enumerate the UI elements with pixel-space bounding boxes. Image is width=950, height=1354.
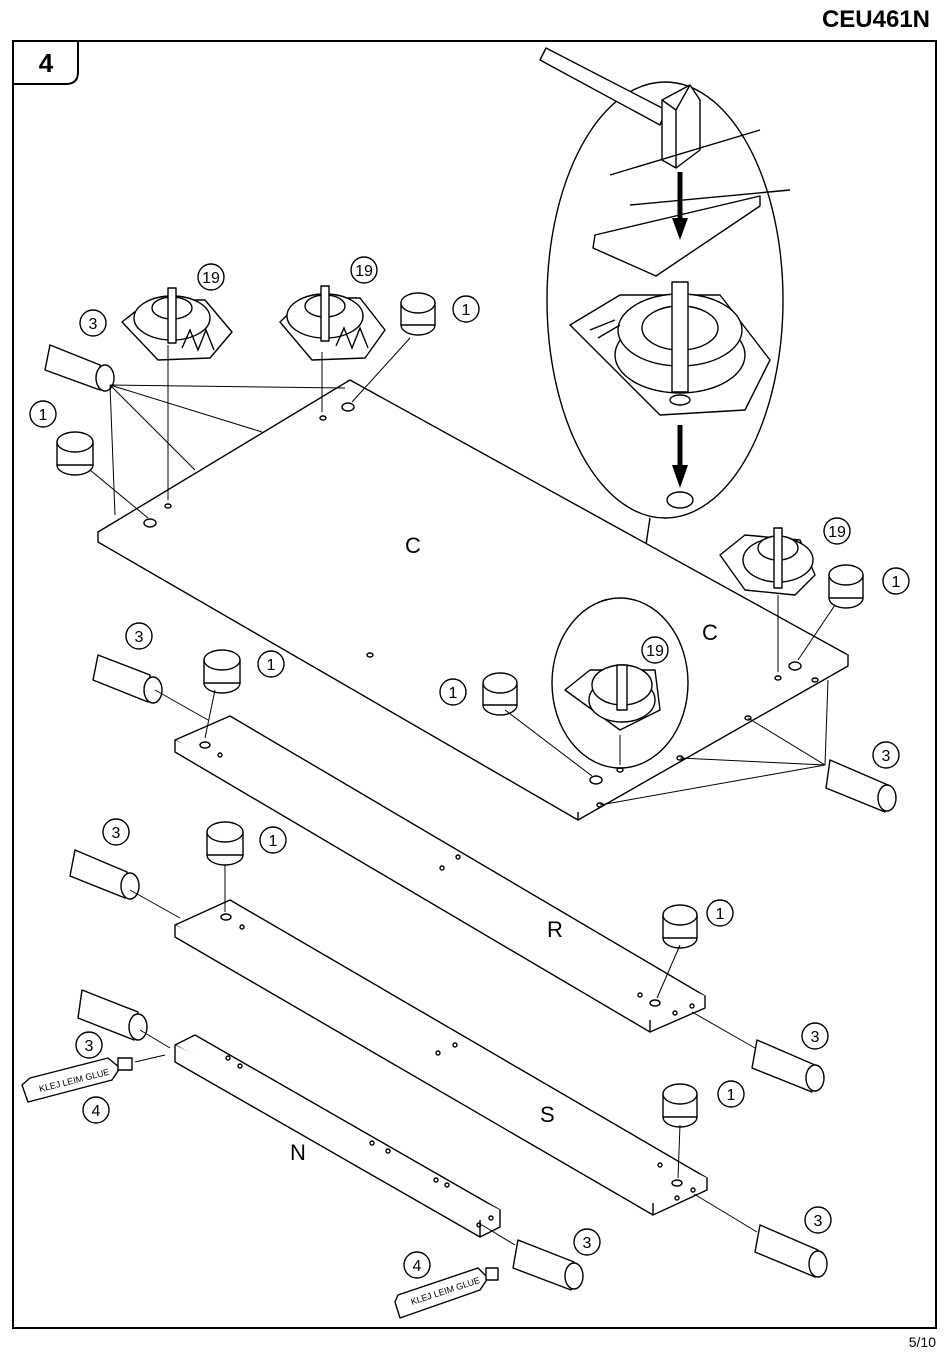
cam-cylinder-icon xyxy=(663,905,697,948)
detail-magnifier xyxy=(540,48,790,518)
dowel-icon xyxy=(752,1040,824,1092)
svg-text:4: 4 xyxy=(92,1103,101,1120)
callout-3: 3 xyxy=(802,1023,828,1049)
svg-text:1: 1 xyxy=(727,1087,736,1104)
panel-label-r: R xyxy=(547,917,563,942)
cam-lock-icon xyxy=(720,528,815,595)
svg-text:3: 3 xyxy=(135,629,144,646)
panel-label-n: N xyxy=(290,1140,306,1165)
panel-s xyxy=(175,900,707,1215)
detail-hole xyxy=(667,492,693,508)
svg-text:1: 1 xyxy=(716,906,725,923)
cam-lock-icon xyxy=(122,288,232,360)
callout-19: 19 xyxy=(351,257,377,283)
panel-label-c-main: C xyxy=(405,533,421,558)
callout-3: 3 xyxy=(873,742,899,768)
callout-1: 1 xyxy=(707,900,733,926)
cam-cylinder-icon xyxy=(204,650,240,693)
svg-text:19: 19 xyxy=(355,263,373,280)
svg-text:1: 1 xyxy=(449,685,458,702)
callout-4: 4 xyxy=(83,1097,109,1123)
svg-text:1: 1 xyxy=(267,657,276,674)
cam-cylinder-icon xyxy=(57,432,93,475)
callout-4: 4 xyxy=(404,1252,430,1278)
svg-text:1: 1 xyxy=(39,407,48,424)
dowel-icon xyxy=(513,1240,583,1290)
svg-text:3: 3 xyxy=(85,1038,94,1055)
callout-3: 3 xyxy=(103,819,129,845)
cam-cylinder-icon xyxy=(663,1084,697,1127)
dowel-icon xyxy=(45,345,114,391)
cam-cylinder-icon xyxy=(483,673,517,715)
callout-3: 3 xyxy=(80,310,106,336)
callout-1: 1 xyxy=(883,568,909,594)
glue-tube-icon: KLEJ LEIM GLUE xyxy=(22,1058,132,1102)
dowel-icon xyxy=(93,655,162,703)
svg-text:3: 3 xyxy=(89,316,98,333)
svg-text:1: 1 xyxy=(269,833,278,850)
callout-1: 1 xyxy=(453,296,479,322)
svg-text:19: 19 xyxy=(828,524,846,541)
detail-board xyxy=(593,196,760,276)
cam-cylinder-icon xyxy=(401,293,435,335)
callout-19: 19 xyxy=(824,518,850,544)
panel-label-s: S xyxy=(540,1102,555,1127)
cam-lock-icon xyxy=(280,286,385,360)
callout-3: 3 xyxy=(76,1032,102,1058)
cam-lock-icon xyxy=(570,282,770,415)
svg-text:3: 3 xyxy=(882,748,891,765)
callout-1: 1 xyxy=(260,827,286,853)
svg-text:3: 3 xyxy=(583,1235,592,1252)
hammer-icon xyxy=(540,48,700,168)
callout-3: 3 xyxy=(126,623,152,649)
callout-19: 19 xyxy=(198,264,224,290)
dowel-icon xyxy=(70,850,139,899)
callout-3: 3 xyxy=(574,1229,600,1255)
svg-text:3: 3 xyxy=(814,1213,823,1230)
svg-text:19: 19 xyxy=(646,643,664,660)
svg-text:1: 1 xyxy=(462,302,471,319)
callout-1: 1 xyxy=(30,401,56,427)
svg-text:1: 1 xyxy=(892,574,901,591)
step-number: 4 xyxy=(39,48,54,78)
svg-text:3: 3 xyxy=(112,825,121,842)
svg-text:3: 3 xyxy=(811,1029,820,1046)
cam-cylinder-icon xyxy=(829,565,863,608)
callout-3: 3 xyxy=(805,1207,831,1233)
svg-text:4: 4 xyxy=(413,1258,422,1275)
cam-cylinder-icon xyxy=(207,822,243,865)
callout-1: 1 xyxy=(718,1081,744,1107)
callout-1: 1 xyxy=(258,651,284,677)
svg-text:19: 19 xyxy=(202,270,220,287)
panel-label-c-side: C xyxy=(702,620,718,645)
